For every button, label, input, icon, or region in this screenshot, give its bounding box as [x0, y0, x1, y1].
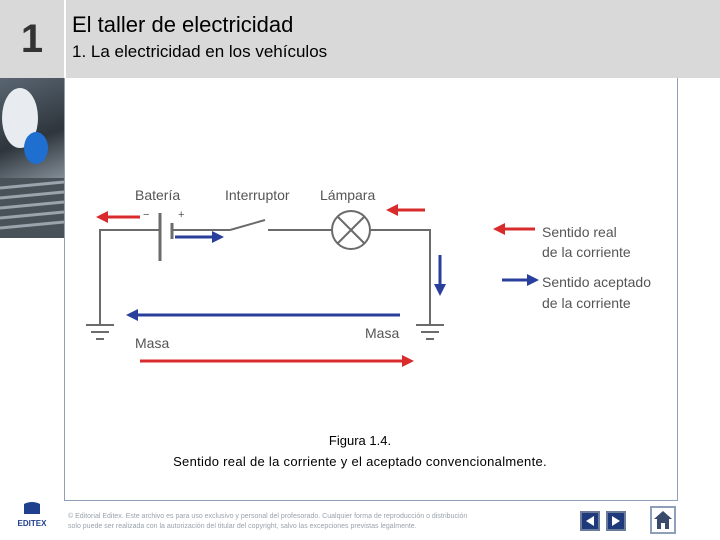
content-frame	[64, 78, 678, 501]
label-masa-right: Masa	[365, 325, 399, 341]
label-plus: +	[178, 209, 184, 221]
editex-logo: EDITEX	[18, 502, 48, 528]
figure-caption-text: Sentido real de la corriente y el acepta…	[173, 454, 547, 469]
label-masa-left: Masa	[135, 335, 169, 351]
copyright-notice: © Editorial Editex. Este archivo es para…	[68, 512, 508, 532]
ground-symbol-right	[416, 324, 444, 340]
circuit-diagram: Batería Interruptor Lámpara − +	[86, 187, 651, 367]
chapter-badge: 1	[0, 0, 66, 78]
copyright-line1: © Editorial Editex. Este archivo es para…	[68, 513, 468, 520]
real-current-arrows	[96, 204, 425, 367]
home-icon	[654, 511, 672, 529]
gloved-hand-illustration	[0, 88, 64, 238]
next-button[interactable]	[606, 511, 626, 531]
side-photo-mechanic	[0, 78, 64, 238]
label-bateria: Batería	[135, 187, 180, 203]
legend-real-arrow	[493, 223, 535, 235]
page-title: El taller de electricidad	[72, 12, 294, 37]
label-interruptor: Interruptor	[225, 187, 290, 203]
legend-accepted-line1: Sentido aceptado	[542, 274, 651, 290]
arrow-left-icon	[586, 516, 594, 526]
battery-symbol	[158, 213, 174, 261]
label-minus: −	[143, 209, 149, 221]
legend: Sentido real de la corriente Sentido ace…	[493, 223, 651, 311]
chapter-number: 1	[20, 16, 44, 61]
circuit-wires	[99, 219, 431, 325]
legend-accepted-line2: de la corriente	[542, 295, 631, 311]
page-subtitle: 1. La electricidad en los vehículos	[72, 42, 328, 61]
previous-button[interactable]	[580, 511, 600, 531]
figure-caption-number: Figura 1.4.	[328, 433, 392, 448]
legend-real-line2: de la corriente	[542, 244, 631, 260]
lamp-symbol	[331, 210, 371, 250]
label-lampara: Lámpara	[320, 187, 375, 203]
header-bar	[0, 0, 720, 78]
home-button[interactable]	[650, 506, 676, 534]
arrow-right-icon	[612, 516, 620, 526]
copyright-line2: solo puede ser realizada con la autoriza…	[68, 523, 417, 530]
ground-symbol-left	[86, 324, 114, 340]
legend-accepted-arrow	[502, 274, 539, 286]
legend-real-line1: Sentido real	[542, 224, 617, 240]
logo-text: EDITEX	[18, 519, 48, 528]
accepted-current-arrows	[126, 231, 446, 321]
